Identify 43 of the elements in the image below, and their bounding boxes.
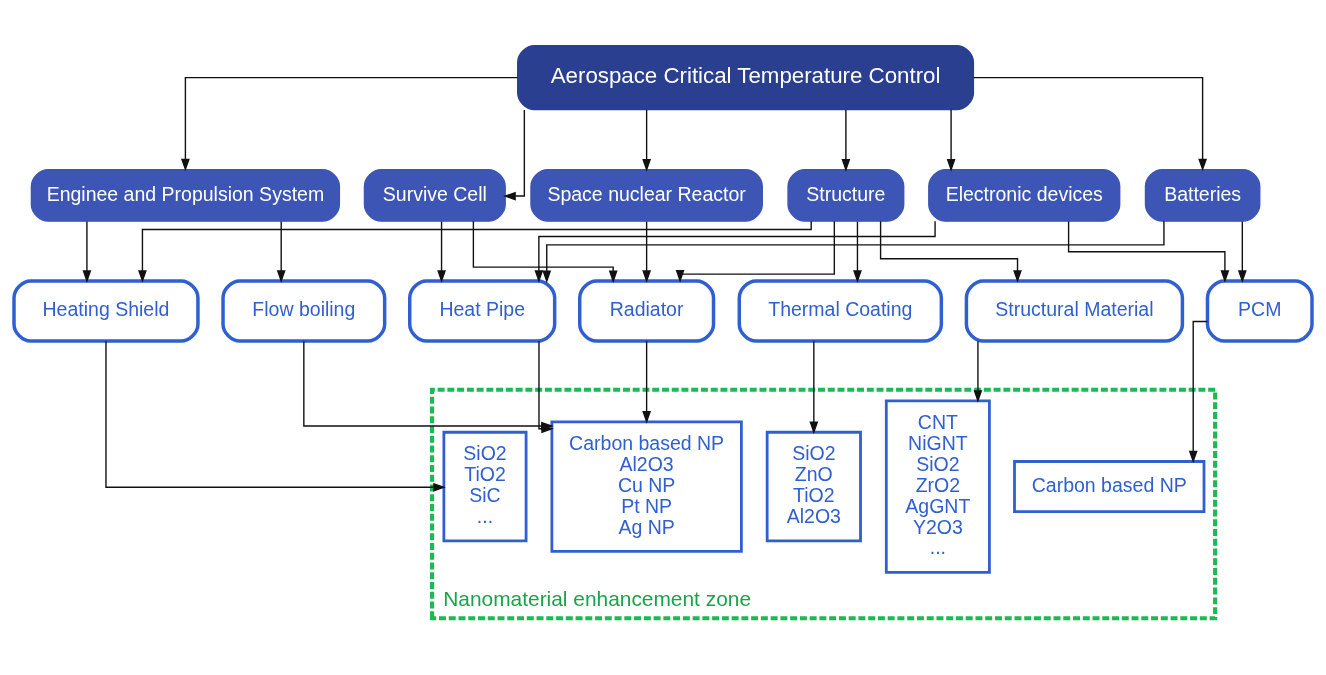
node-box: Heat Pipe — [408, 279, 557, 343]
arrow — [853, 220, 862, 283]
node-box: Radiator — [578, 279, 716, 343]
arrow — [534, 220, 936, 283]
arrow — [642, 220, 651, 283]
node-box: Batteries — [1144, 168, 1261, 222]
arrow — [105, 340, 446, 492]
arrow — [946, 109, 956, 172]
arrow — [181, 76, 519, 172]
arrow — [542, 220, 1165, 284]
node-box: Electronic devices — [928, 168, 1121, 222]
arrow — [1067, 220, 1230, 283]
arrow — [879, 220, 1022, 283]
arrow — [642, 109, 651, 172]
arrow — [82, 220, 92, 283]
arrow — [841, 109, 851, 172]
node-box: Thermal Coating — [737, 279, 944, 343]
arrow — [472, 220, 618, 284]
node-box: Structural Material — [964, 279, 1185, 343]
node-box: Space nuclear Reactor — [530, 168, 763, 222]
node-box: Survive Cell — [363, 168, 506, 222]
node-box: SiO2 ZnO TiO2 Al2O3 — [765, 430, 862, 543]
arrow — [642, 340, 651, 424]
arrow — [973, 340, 983, 403]
arrow — [1188, 320, 1208, 464]
arrow — [675, 220, 835, 283]
node-box: Enginee and Propulsion System — [30, 168, 341, 222]
node-box: Carbon based NP Al2O3 Cu NP Pt NP Ag NP — [550, 420, 743, 553]
node-box: Flow boiling — [221, 279, 387, 343]
arrow — [809, 340, 819, 435]
node-box: Heating Shield — [12, 279, 200, 343]
arrow — [1237, 220, 1247, 283]
node-box: Structure — [787, 168, 905, 222]
node-box: PCM — [1205, 279, 1314, 343]
arrow — [437, 220, 446, 283]
arrow — [138, 220, 812, 283]
arrow — [972, 76, 1207, 172]
node-box: SiO2 TiO2 SiC ... — [442, 430, 528, 543]
arrow — [503, 109, 526, 201]
node-box: CNT NiGNT SiO2 ZrO2 AgGNT Y2O3 ... — [884, 399, 991, 574]
node-box: Carbon based NP — [1013, 460, 1206, 514]
arrow — [276, 220, 286, 283]
node-box: Aerospace Critical Temperature Control — [517, 44, 975, 111]
